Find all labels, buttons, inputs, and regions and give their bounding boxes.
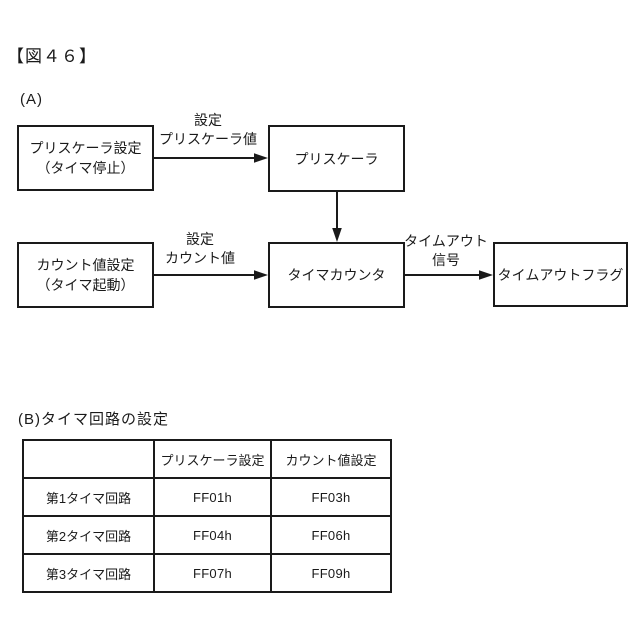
block-text-line: プリスケーラ <box>294 150 379 167</box>
section-a-label: (A) <box>20 91 43 108</box>
count-value: FF09h <box>270 553 392 593</box>
arrow-label-set-count-value: 設定 カウント値 <box>165 231 235 266</box>
arrow-prescaler-to-timer-counter <box>332 192 342 242</box>
table-row-timer1: 第1タイマ回路 FF01h FF03h <box>22 477 392 517</box>
count-value: FF06h <box>270 515 392 555</box>
row-label: 第3タイマ回路 <box>22 553 155 593</box>
header-cell-count-setting: カウント値設定 <box>270 439 392 479</box>
row-label: 第2タイマ回路 <box>22 515 155 555</box>
prescaler-value: FF01h <box>153 477 272 517</box>
row-label: 第1タイマ回路 <box>22 477 155 517</box>
block-text-line: タイマカウンタ <box>287 267 386 283</box>
header-cell-empty <box>22 439 155 479</box>
count-value: FF03h <box>270 477 392 517</box>
header-cell-prescaler-setting: プリスケーラ設定 <box>153 439 272 479</box>
arrow-prescaler-setting-to-prescaler <box>154 153 268 163</box>
prescaler-value: FF04h <box>153 515 272 555</box>
block-text-line: プリスケーラ設定 <box>29 140 142 156</box>
table-row-timer2: 第2タイマ回路 FF04h FF06h <box>22 515 392 555</box>
block-timer-counter: タイマカウンタ <box>268 242 405 308</box>
section-b-label: (B)タイマ回路の設定 <box>18 411 169 428</box>
block-text-line: （タイマ起動） <box>36 277 135 293</box>
figure-number-label: 【図４６】 <box>7 47 97 66</box>
arrow-timer-counter-to-timeout-flag <box>405 270 493 280</box>
block-text-line: タイムアウトフラグ <box>497 266 624 283</box>
arrow-count-setting-to-timer-counter <box>154 270 268 280</box>
arrow-label-set-prescaler-value: 設定 プリスケーラ値 <box>159 112 257 147</box>
arrow-label-timeout-signal: タイムアウト 信号 <box>404 233 488 268</box>
table-header-row: プリスケーラ設定 カウント値設定 <box>22 439 392 479</box>
block-count-value-setting: カウント値設定 （タイマ起動） <box>17 242 154 308</box>
block-prescaler-setting: プリスケーラ設定 （タイマ停止） <box>17 125 154 191</box>
block-text-line: カウント値設定 <box>36 257 135 273</box>
prescaler-value: FF07h <box>153 553 272 593</box>
block-text-line: （タイマ停止） <box>36 160 135 176</box>
block-timeout-flag: タイムアウトフラグ <box>493 242 628 307</box>
table-row-timer3: 第3タイマ回路 FF07h FF09h <box>22 553 392 593</box>
block-prescaler: プリスケーラ <box>268 125 405 192</box>
timer-settings-table: プリスケーラ設定 カウント値設定 第1タイマ回路 FF01h FF03h 第2タ… <box>22 439 392 593</box>
